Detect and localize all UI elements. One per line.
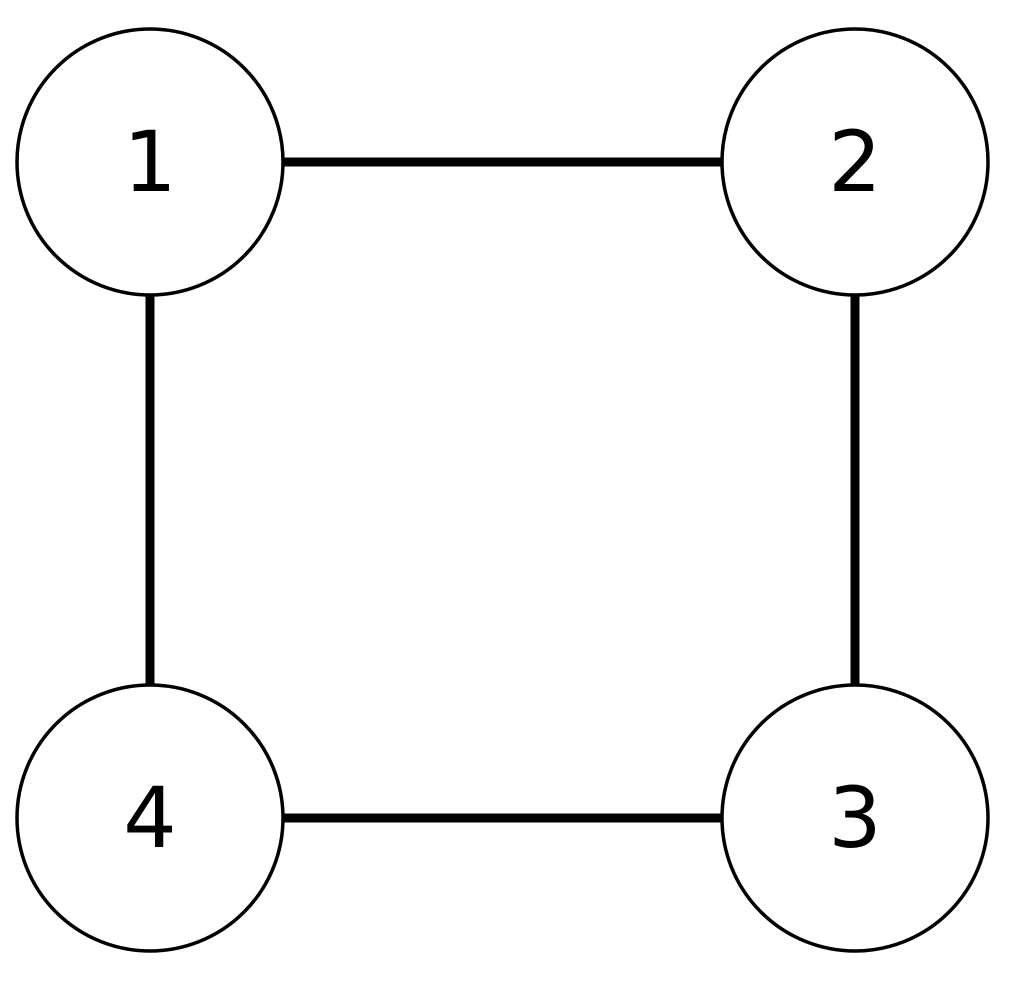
node-2-label: 2	[828, 113, 881, 211]
nodes-group: 1 2 3 4	[15, 27, 990, 953]
node-2-circle	[720, 27, 990, 297]
node-1: 1	[15, 27, 285, 297]
edges-group	[145, 157, 860, 823]
node-3-label: 3	[828, 769, 881, 867]
node-4-label: 4	[123, 769, 176, 867]
node-3-circle	[720, 683, 990, 953]
node-1-circle	[15, 27, 285, 297]
node-4-circle	[15, 683, 285, 953]
node-2: 2	[720, 27, 990, 297]
node-1-label: 1	[123, 113, 176, 211]
node-3: 3	[720, 683, 990, 953]
node-4: 4	[15, 683, 285, 953]
